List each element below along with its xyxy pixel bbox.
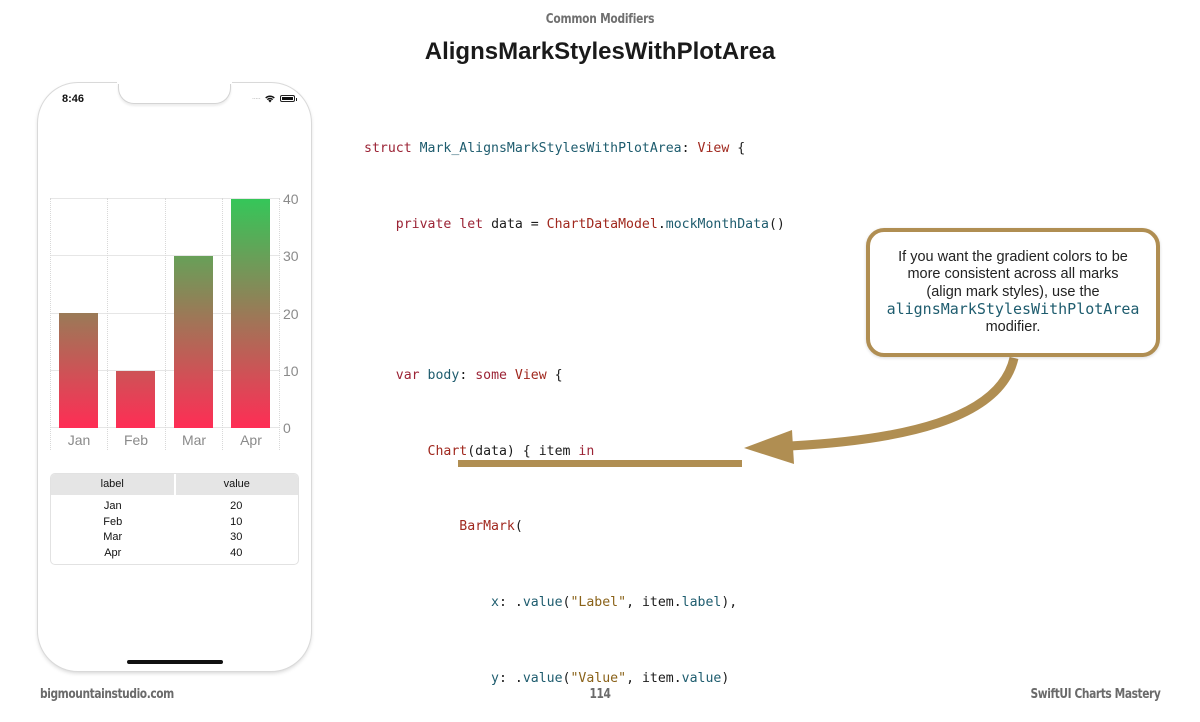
status-time: 8:46 (62, 93, 85, 105)
cell-label: Mar (103, 531, 123, 543)
column-header-value[interactable]: value (223, 478, 250, 490)
callout-text: If you want the gradient colors to be (898, 248, 1128, 265)
code-line: private let data = ChartDataModel.mockMo… (395, 217, 785, 232)
cell-label: Apr (104, 546, 122, 559)
section-label: Common Modifiers (545, 12, 655, 27)
highlight-underline (458, 460, 742, 467)
code-line: var body: some View { (395, 368, 563, 384)
footer-website: bigmountainstudio.com (40, 687, 174, 702)
x-tick: Feb (123, 432, 149, 448)
callout-text: modifier. (985, 318, 1041, 335)
code-line: y: .value("Value", item.value) (491, 670, 730, 686)
cell-value: 10 (230, 515, 243, 528)
bar-mar (174, 256, 213, 428)
wifi-icon (265, 95, 275, 103)
phone-mockup: 8:46 ····· 40 30 20 (38, 80, 311, 671)
x-tick: Apr (240, 432, 262, 448)
status-icons: ····· (251, 93, 297, 103)
y-tick: 20 (283, 306, 299, 322)
bar-feb (116, 371, 155, 428)
code-line: struct Mark_AlignsMarkStylesWithPlotArea… (364, 141, 746, 157)
table-row[interactable]: Mar 30 (51, 530, 298, 546)
y-tick: 30 (283, 248, 299, 264)
code-line: BarMark( (459, 519, 523, 535)
page-title: AlignsMarkStylesWithPlotArea (424, 38, 776, 65)
gridline (165, 198, 166, 450)
x-tick: Jan (67, 432, 91, 448)
column-header-label[interactable]: label (51, 474, 176, 495)
table-header: label value (51, 474, 298, 495)
bar-chart: 40 30 20 10 0 Jan Feb Mar Apr (50, 192, 305, 456)
table-row[interactable]: Feb 10 (51, 515, 298, 531)
table-row[interactable]: Jan 20 (51, 499, 298, 515)
footer-book-title: SwiftUI Charts Mastery (1030, 687, 1160, 702)
callout-text: (align mark styles), use the (926, 283, 1100, 300)
code-line (364, 288, 809, 313)
code-line: x: .value("Label", item.label), (491, 594, 738, 610)
plot-area: 40 30 20 10 0 Jan Feb Mar Apr (50, 192, 299, 450)
gridline (222, 198, 223, 450)
home-indicator[interactable] (127, 660, 223, 664)
callout-code: alignsMarkStylesWithPlotArea (886, 300, 1140, 319)
bar-jan (59, 313, 98, 428)
cell-label: Jan (103, 500, 122, 512)
table-row[interactable]: Apr 40 (51, 546, 298, 562)
y-tick: 40 (283, 191, 299, 207)
x-tick: Mar (181, 432, 207, 448)
y-tick: 0 (283, 420, 291, 436)
gridline (50, 198, 51, 450)
y-tick: 10 (283, 363, 299, 379)
cell-value: 20 (230, 500, 243, 512)
cell-value: 30 (230, 531, 243, 543)
data-table: label value Jan 20 Feb 10 Mar 30 Apr 40 (50, 473, 299, 565)
callout-text: more consistent across all marks (907, 266, 1119, 283)
code-block: struct Mark_AlignsMarkStylesWithPlotArea… (364, 86, 809, 722)
phone-notch (118, 82, 231, 104)
footer-page-number: 114 (589, 687, 611, 702)
code-line: Chart(data) { item in (427, 443, 595, 459)
gridline (107, 198, 108, 450)
cell-label: Feb (103, 515, 123, 528)
bar-apr (231, 199, 270, 428)
callout-box: If you want the gradient colors to be mo… (866, 228, 1160, 357)
signal-dots-icon: ····· (251, 93, 261, 103)
cell-value: 40 (230, 546, 243, 559)
gridline (279, 198, 280, 450)
table-body: Jan 20 Feb 10 Mar 30 Apr 40 (51, 495, 298, 561)
battery-icon (280, 95, 297, 102)
